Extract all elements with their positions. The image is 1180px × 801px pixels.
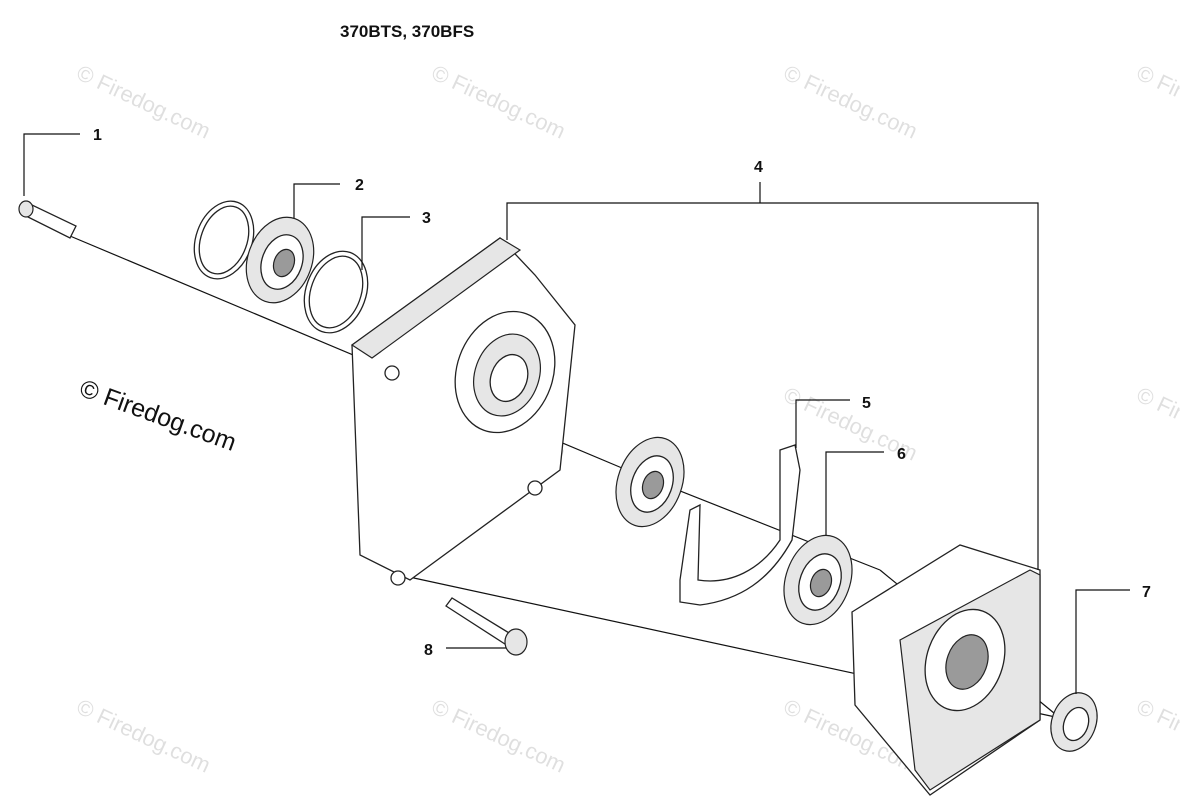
bearing-part-2 [245, 216, 315, 304]
watermark-text: © Firedog.com [1133, 382, 1180, 466]
watermark-text: © Firedog.com [428, 694, 570, 778]
gasket-part-5 [679, 444, 801, 606]
callout-label-8: 8 [424, 642, 433, 659]
screw-part-8 [445, 597, 528, 656]
screw-part-1 [18, 200, 77, 239]
callout-4: 4 [506, 159, 1039, 570]
callout-8: 8 [424, 642, 506, 659]
watermark-text: © Firedog.com [1133, 60, 1180, 144]
callout-label-1: 1 [93, 127, 102, 144]
callout-label-5: 5 [862, 395, 871, 412]
callout-6: 6 [825, 446, 906, 535]
watermark-text: © Firedog.com [73, 694, 215, 778]
callout-label-3: 3 [422, 210, 431, 227]
watermark-text: © Firedog.com [1133, 694, 1180, 778]
callout-label-4: 4 [754, 159, 763, 176]
callout-5: 5 [795, 395, 871, 448]
gearbox-housing-part-4 [851, 544, 1041, 796]
callout-label-6: 6 [897, 446, 906, 463]
callout-7: 7 [1075, 584, 1151, 694]
circlip-part-3 [303, 250, 369, 334]
watermark-text: © Firedog.com [428, 60, 570, 144]
circlip-part-2 [193, 200, 255, 280]
callout-label-7: 7 [1142, 584, 1151, 601]
callout-3: 3 [361, 210, 431, 270]
diagram-title: 370BTS, 370BFS [340, 22, 475, 41]
seal-ring-part-7 [1050, 692, 1098, 752]
callout-2: 2 [293, 177, 364, 218]
watermark-main: © Firedog.com [76, 374, 240, 457]
bearing-part-5-mid [615, 436, 685, 528]
crankcase-part-4 [350, 237, 576, 586]
bearing-part-6 [783, 534, 853, 626]
callout-1: 1 [23, 127, 102, 196]
callout-label-2: 2 [355, 177, 364, 194]
watermark-text: © Firedog.com [780, 60, 922, 144]
